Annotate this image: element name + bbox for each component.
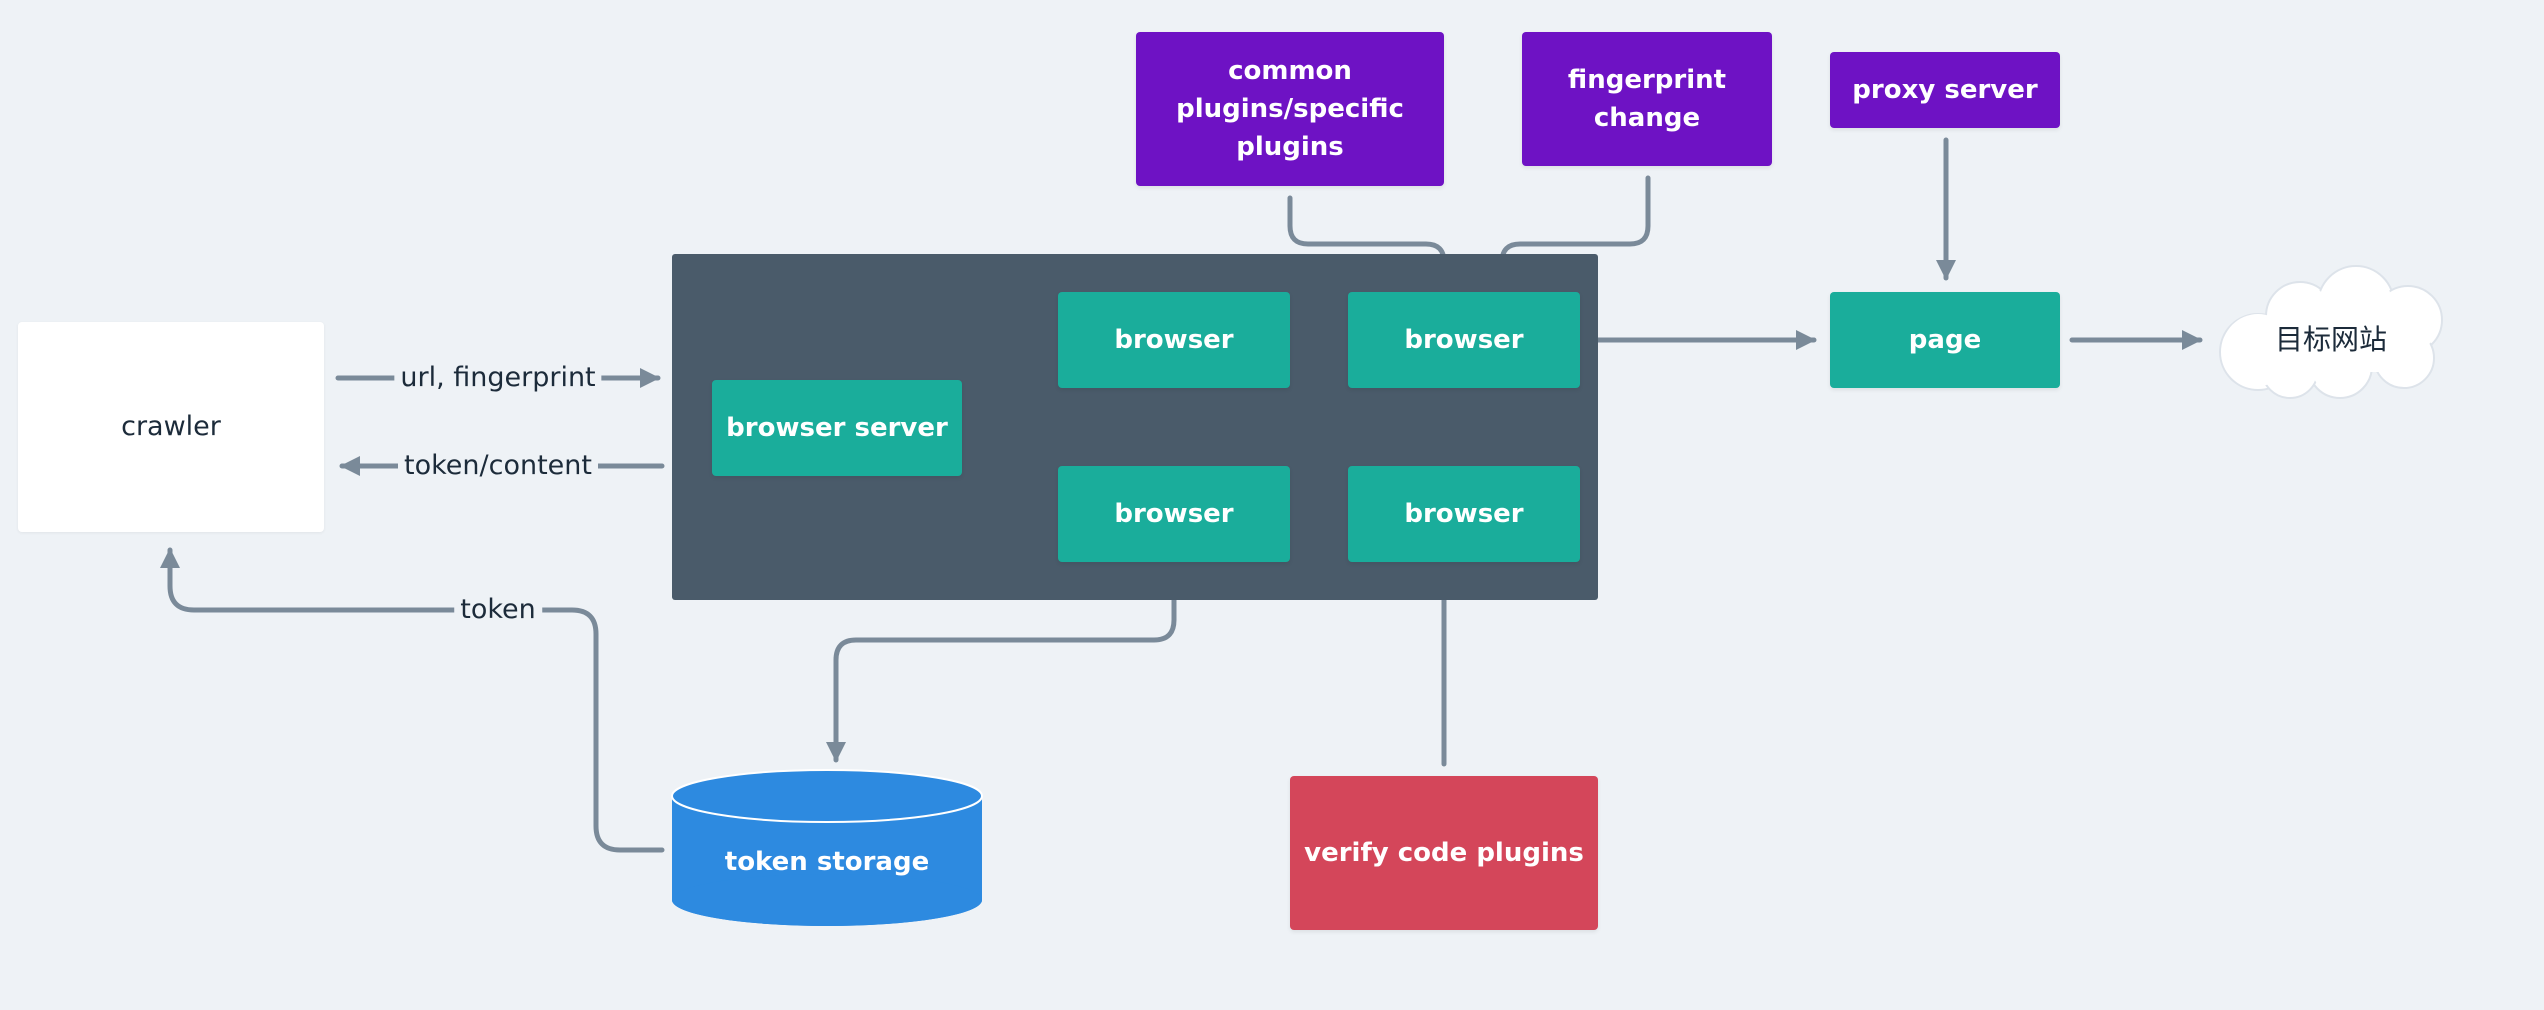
page-label: page — [1908, 325, 1982, 355]
common-plugins-node: common plugins/specific plugins — [1136, 32, 1444, 186]
verify-code-plugins-node: verify code plugins — [1290, 776, 1598, 930]
target-site-label: 目标网站 — [2274, 323, 2387, 356]
fingerprint-change-node: fingerprint change — [1522, 32, 1772, 166]
crawler-node: crawler — [18, 322, 324, 532]
common-plugins-label: common plugins/specific plugins — [1176, 56, 1404, 162]
edge-label-url-fingerprint: url, fingerprint — [394, 361, 602, 395]
arrow-browser-to-token-storage — [826, 573, 1177, 763]
token-storage-label: token storage — [724, 847, 930, 877]
edge-label-token-content: token/content — [398, 449, 598, 483]
browser-server-node: browser server — [712, 380, 962, 476]
proxy-server-label: proxy server — [1852, 75, 2038, 105]
verify-code-plugins-label: verify code plugins — [1304, 838, 1584, 868]
crawler-label: crawler — [121, 411, 221, 442]
browser-node-top-right: browser — [1348, 292, 1580, 388]
browser-server-label: browser server — [726, 413, 948, 443]
browser-node-bottom-right: browser — [1348, 466, 1580, 562]
browser-label: browser — [1114, 325, 1234, 355]
browser-label: browser — [1404, 325, 1524, 355]
fingerprint-change-label: fingerprint change — [1567, 65, 1727, 133]
page-node: page — [1830, 292, 2060, 388]
browser-node-top-left: browser — [1058, 292, 1290, 388]
proxy-server-node: proxy server — [1830, 52, 2060, 128]
token-storage-cylinder — [671, 769, 983, 926]
browser-label: browser — [1404, 499, 1524, 529]
browser-node-bottom-left: browser — [1058, 466, 1290, 562]
edge-label-token: token — [454, 593, 542, 627]
arrow-token-storage-to-crawler — [160, 547, 665, 853]
browser-label: browser — [1114, 499, 1234, 529]
